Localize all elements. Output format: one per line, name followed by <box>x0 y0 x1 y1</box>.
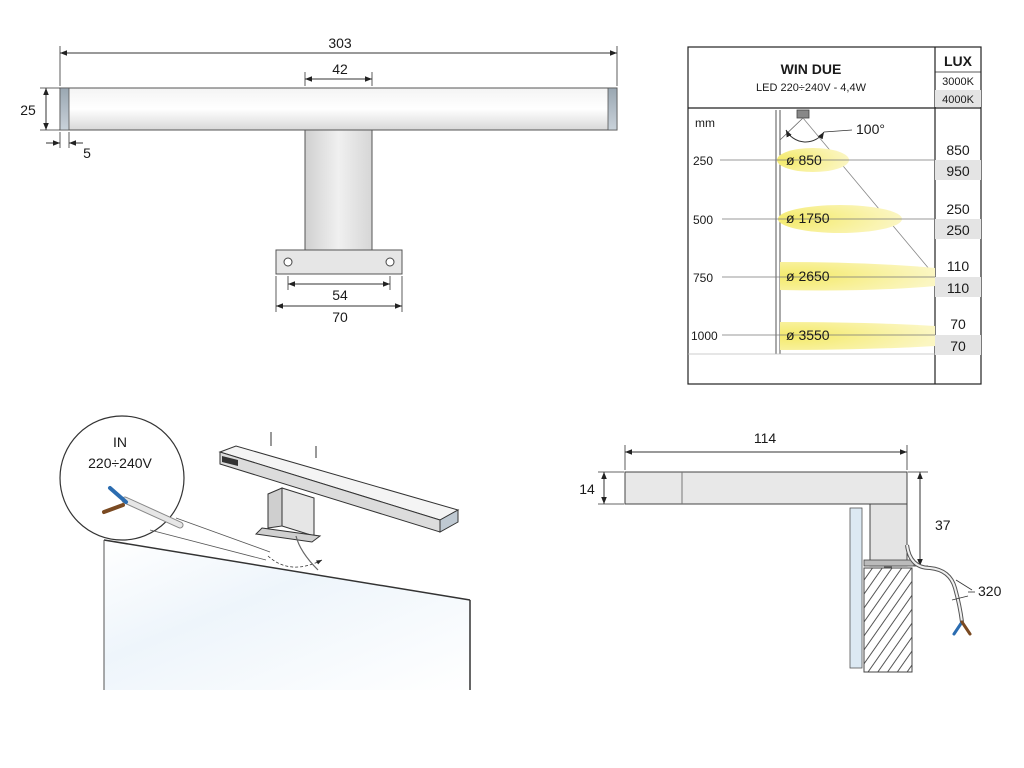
side-view: 114 14 37 320 <box>579 430 1002 673</box>
blue-wire-icon <box>952 620 964 636</box>
lux-4000-value: 250 <box>946 222 970 238</box>
temp-4000-label: 4000K <box>942 94 974 106</box>
mirror <box>104 540 470 690</box>
model-name: WIN DUE <box>781 61 842 77</box>
end-cap-label: 5 <box>83 145 91 161</box>
bar-height-label: 25 <box>20 102 36 118</box>
temp-3000-label: 3000K <box>942 76 974 88</box>
lux-table: WIN DUE LED 220÷240V - 4,4W LUX 3000K 40… <box>687 46 982 385</box>
cable-length-label: 320 <box>978 583 1002 599</box>
callout-voltage-label: 220÷240V <box>88 455 152 471</box>
diameter-label: ø 3550 <box>786 327 830 343</box>
mounting-plate <box>275 249 403 275</box>
brown-wire-icon <box>960 620 972 636</box>
brown-wire-icon <box>102 503 125 514</box>
drop-label: 37 <box>935 517 951 533</box>
temp-4000-shade <box>935 90 981 107</box>
side-arm <box>624 471 908 505</box>
bracket-width-label: 42 <box>332 61 348 77</box>
lux-row: 750 ø 2650 110 110 <box>693 258 981 297</box>
unit-label: mm <box>695 116 715 130</box>
diameter-label: ø 2650 <box>786 268 830 284</box>
install-view: IN 220÷240V <box>59 415 471 690</box>
blue-wire-icon <box>108 486 128 504</box>
lux-3000-value: 110 <box>947 258 970 274</box>
lux-row: 1000 ø 3550 70 70 <box>691 316 981 355</box>
arm-thickness-label: 14 <box>579 481 595 497</box>
depth-label: 114 <box>754 430 777 446</box>
plate-width-label: 70 <box>332 309 348 325</box>
lux-row: 250 ø 850 850 950 <box>693 142 981 180</box>
lamp-head <box>796 109 810 119</box>
front-view: 303 42 25 5 54 70 <box>20 35 618 325</box>
lux-3000-value: 250 <box>946 201 970 217</box>
install-plate <box>254 527 322 543</box>
lux-3000-value: 70 <box>950 316 966 332</box>
distance-label: 1000 <box>691 329 718 343</box>
light-bar <box>59 87 618 131</box>
lux-row: 500 ø 1750 250 250 <box>693 201 981 239</box>
diameter-label: ø 1750 <box>786 210 830 226</box>
right-end-cap <box>607 87 618 131</box>
hole-spacing-label: 54 <box>332 287 348 303</box>
side-panel <box>863 567 913 673</box>
distance-label: 500 <box>693 213 713 227</box>
screw-hole-left <box>283 257 293 267</box>
lux-4000-value: 950 <box>946 163 970 179</box>
beam-angle-arc <box>785 129 825 143</box>
side-bracket <box>869 503 908 567</box>
side-mirror-glass <box>849 507 863 669</box>
model-spec: LED 220÷240V - 4,4W <box>756 82 867 94</box>
lux-header: LUX <box>944 53 973 69</box>
diameter-label: ø 850 <box>786 152 822 168</box>
callout-in-label: IN <box>113 434 127 450</box>
distance-label: 750 <box>693 271 713 285</box>
lux-4000-value: 70 <box>950 338 966 354</box>
lux-3000-value: 850 <box>946 142 970 158</box>
bracket-stem <box>304 129 373 251</box>
beam-angle-label: 100° <box>856 121 885 137</box>
left-end-cap <box>59 87 70 131</box>
screw-hole-right <box>385 257 395 267</box>
lux-4000-value: 110 <box>947 280 970 296</box>
overall-length-label: 303 <box>328 35 352 51</box>
distance-label: 250 <box>693 154 713 168</box>
